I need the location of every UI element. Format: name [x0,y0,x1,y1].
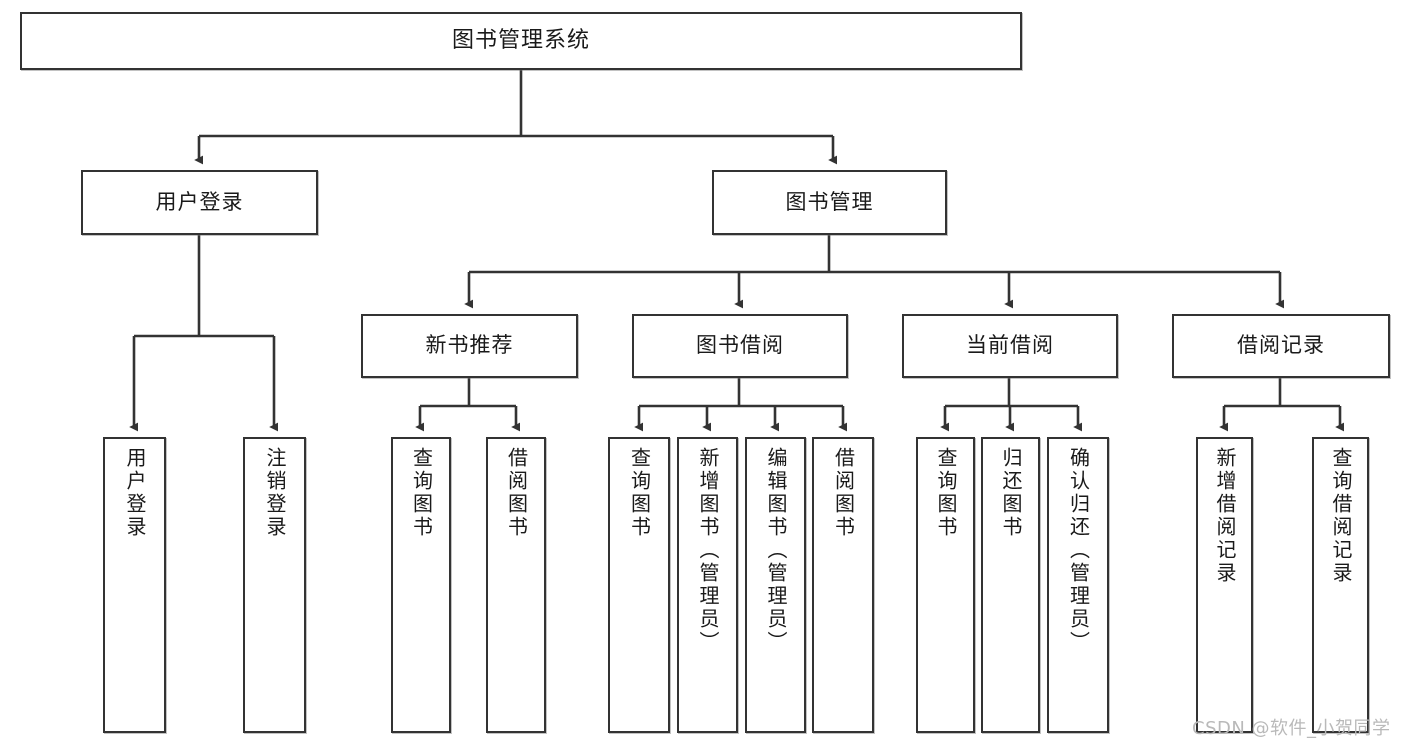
leaf-current-borrow-return[interactable]: 归还图书 [981,437,1040,733]
leaf-borrow-record-add[interactable]: 新增借阅记录 [1196,437,1253,733]
leaf-label: 新增借阅记录 [1213,447,1237,585]
leaf-label: 查询图书 [409,447,434,539]
leaf-current-borrow-query[interactable]: 查询图书 [916,437,975,733]
node-current-borrow[interactable]: 当前借阅 [902,314,1118,378]
leaf-label: 用户登录 [123,447,147,539]
leaf-user-login-login[interactable]: 用户登录 [103,437,166,733]
leaf-user-login-logout[interactable]: 注销登录 [243,437,306,733]
leaf-label: 查询图书 [934,447,958,539]
node-borrow-record-label: 借阅记录 [1237,333,1325,358]
leaf-book-borrow-edit[interactable]: 编辑图书（管理员） [745,437,806,733]
node-current-borrow-label: 当前借阅 [966,333,1054,358]
leaf-label: 借阅图书 [504,447,529,539]
node-user-login[interactable]: 用户登录 [81,170,318,235]
node-borrow-record[interactable]: 借阅记录 [1172,314,1390,378]
leaf-label: 查询图书 [627,447,652,539]
csdn-watermark: CSDN @软件_小贺同学 [1192,718,1391,739]
leaf-label: 确认归还（管理员） [1066,447,1091,654]
leaf-label: 新增图书（管理员） [696,447,720,654]
leaf-label: 注销登录 [263,447,287,539]
node-book-management[interactable]: 图书管理 [712,170,947,235]
node-new-book-recommend[interactable]: 新书推荐 [361,314,578,378]
node-root[interactable]: 图书管理系统 [20,12,1022,70]
leaf-label: 编辑图书（管理员） [764,447,788,654]
leaf-label: 归还图书 [999,447,1023,539]
node-new-book-recommend-label: 新书推荐 [425,333,514,358]
node-book-borrow[interactable]: 图书借阅 [632,314,848,378]
leaf-current-borrow-confirm-return[interactable]: 确认归还（管理员） [1047,437,1109,733]
node-root-label: 图书管理系统 [451,27,590,53]
node-user-login-label: 用户登录 [155,189,244,214]
leaf-new-book-borrow[interactable]: 借阅图书 [486,437,546,733]
leaf-book-borrow-add[interactable]: 新增图书（管理员） [677,437,738,733]
leaf-book-borrow-borrow[interactable]: 借阅图书 [812,437,874,733]
leaf-borrow-record-query[interactable]: 查询借阅记录 [1312,437,1369,733]
node-book-management-label: 图书管理 [785,189,874,214]
leaf-book-borrow-query[interactable]: 查询图书 [608,437,670,733]
leaf-new-book-query[interactable]: 查询图书 [391,437,451,733]
leaf-label: 查询借阅记录 [1329,447,1353,585]
node-book-borrow-label: 图书借阅 [696,333,784,358]
leaf-label: 借阅图书 [831,447,856,539]
